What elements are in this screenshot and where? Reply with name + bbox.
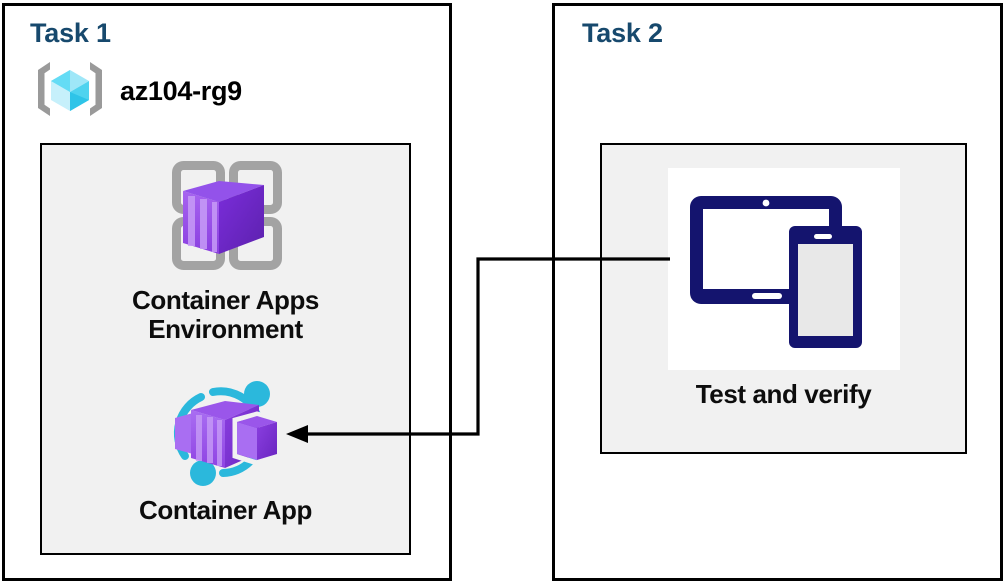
task2-title: Task 2: [582, 18, 663, 48]
task1-title: Task 1: [30, 18, 111, 48]
test-and-verify-node: Test and verify: [600, 168, 967, 409]
resource-group-row: az104-rg9: [34, 58, 242, 125]
resource-group-label: az104-rg9: [120, 76, 242, 106]
container-apps-environment-icon: [150, 155, 302, 280]
resource-group-icon: [34, 58, 106, 125]
container-app-node: Container App: [40, 372, 411, 525]
container-app-icon: [161, 372, 291, 492]
container-apps-environment-node: Container Apps Environment: [40, 155, 411, 344]
test-and-verify-caption: Test and verify: [695, 379, 872, 409]
devices-test-icon: [667, 168, 900, 370]
container-app-caption: Container App: [139, 495, 312, 525]
container-apps-environment-caption: Container Apps Environment: [131, 285, 319, 345]
